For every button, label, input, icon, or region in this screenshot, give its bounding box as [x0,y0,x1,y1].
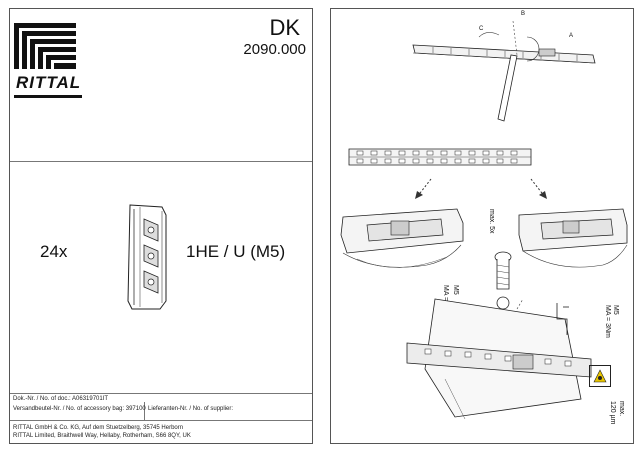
supplier-number: Lieferanten-Nr. / No. of supplier: [148,406,234,412]
label-a: A [569,33,574,39]
rittal-logo: RITTAL [14,23,84,108]
detail-right-drawing [517,195,629,284]
footer-divider-2 [10,420,312,421]
screw-size-right: M5 [612,305,619,315]
article-number: 2090.000 [243,41,306,58]
address-uk: RITTAL Limited, Braithwell Way, Hellaby,… [13,433,191,439]
divider [10,161,312,162]
label-c: C [479,26,484,32]
wrench-icon [553,299,573,344]
brand-name: RITTAL [16,73,82,92]
screw-drawing [483,249,523,318]
right-panel: B C A [330,8,634,444]
arrow-down-right-icon [527,177,553,208]
coating-thickness-label: 120 µm [609,401,616,425]
mounting-assembly-drawing [405,279,595,434]
cage-nut-strip-drawing [122,201,172,318]
label-b: B [521,11,526,17]
detail-left-drawing [337,195,465,284]
accessory-bag-number: Versandbeutel-Nr. / No. of accessory bag… [13,406,146,412]
spec-label: 1HE / U (M5) [186,242,286,261]
doc-number: Dok.-Nr. / No. of doc.: A06319701IT [13,396,109,402]
address-germany: RITTAL GmbH & Co. KG, Auf dem Stuetzelbe… [13,425,184,431]
product-code: DK [269,15,300,40]
footer-col-divider [144,402,145,420]
arrow-down-left-icon [411,177,437,208]
rail-insertion-drawing [403,13,603,134]
left-panel: RITTAL DK 2090.000 24x 1HE / U (M5) [9,8,313,444]
paint-coating-icon [589,365,611,387]
rail-strip-drawing [347,143,533,180]
coating-max-label: max. [618,401,625,417]
torque-right: MA = 3Nm [604,305,611,338]
footer-divider [10,393,312,394]
max-insert-label: max. 5x [488,209,495,234]
quantity-label: 24x [40,242,68,261]
